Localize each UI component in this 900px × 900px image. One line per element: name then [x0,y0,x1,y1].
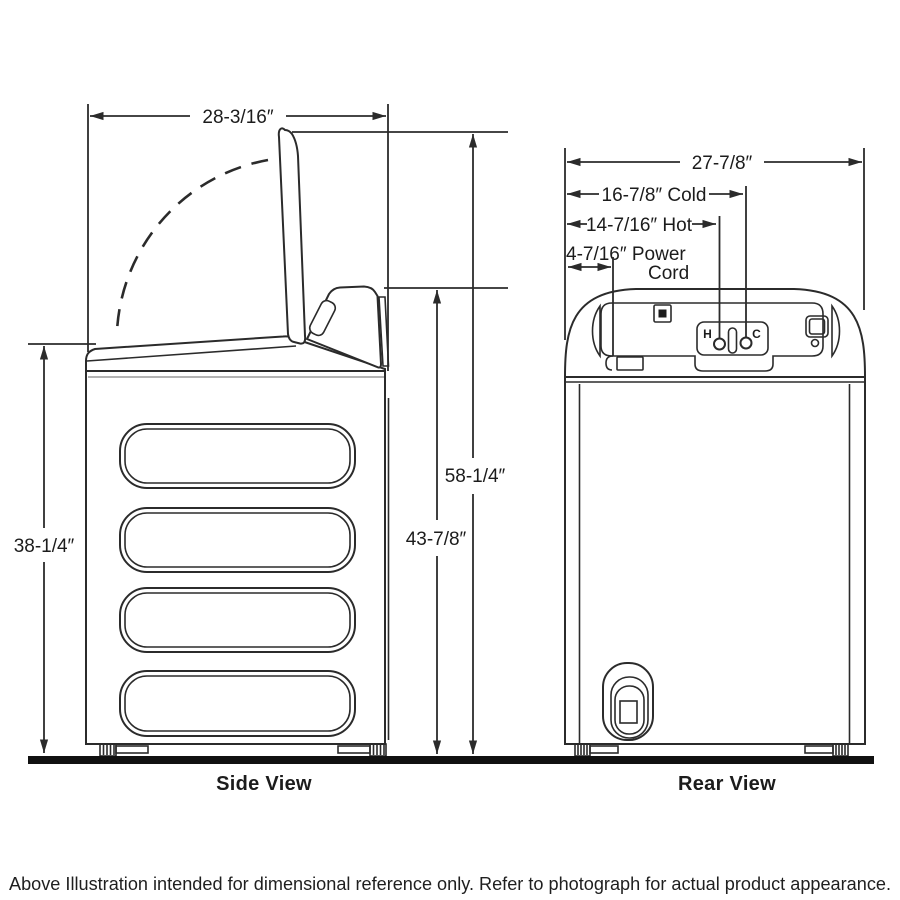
rear-foot-left-ledge [589,745,619,754]
rear-foot-right-hatch-lines [835,745,846,755]
dim-height-console: 43-7/8″ [406,529,467,550]
side-body-outline [85,370,386,745]
lid-swing-arc [115,158,269,332]
rating-tag-outline [653,304,672,323]
dim-power-line2: Cord [648,263,689,284]
side-panel-3-outer [119,587,356,653]
power-cord-hook [605,355,614,371]
drain-pump-inner [614,685,645,735]
drain-pump [602,662,654,741]
rating-tag-fill [658,309,667,318]
side-panel-4-inner [124,675,351,732]
side-view-label: Side View [216,773,312,795]
side-lid-underside-line [86,345,297,362]
drain-pump-mid [610,676,649,739]
rear-connector-outer [805,315,829,338]
dim-height-body: 38-1/4″ [14,536,75,557]
rear-view-label: Rear View [678,773,776,795]
side-panel-4-outer [119,670,356,737]
floor-line [28,756,874,764]
side-dimensions: 28-3/16″ 58-1/4″ 43-7/8″ 38-1/4″ [14,104,508,754]
dim-height-lid-open: 58-1/4″ [445,466,506,487]
rear-hood-inner-recess [600,302,824,372]
rear-vent-slot-left [591,303,601,359]
hot-inlet-label: H [703,327,712,341]
rear-connector-inner [808,318,826,335]
inlet-panel-slot [727,327,738,354]
side-foot-right-ledge [337,745,371,754]
side-panel-1-inner [124,428,351,484]
side-foot-right-hatch-lines [372,745,385,755]
rear-dimensions: 27-7/8″ 16-7/8″ Cold 14-7/16″ Hot 4-7/16… [564,148,865,356]
rear-foot-left-hatch-lines [577,745,588,755]
dim-width-rear: 27-7/8″ [692,153,753,174]
side-panel-1-outer [119,423,356,489]
cold-inlet-port [739,336,753,350]
open-lid [277,127,307,345]
dim-cold: 16-7/8″ Cold [602,185,707,206]
rear-foot-right-ledge [804,745,834,754]
disclaimer-caption: Above Illustration intended for dimensio… [9,874,891,894]
side-panel-3-inner [124,592,351,648]
drain-pump-outer [602,662,654,741]
rear-view-drawing: H C [563,288,867,757]
dim-power-line1: 4-7/16″ Power [566,244,686,265]
side-foot-left-ledge [115,745,149,754]
side-view-drawing [85,127,390,757]
dim-width-side: 28-3/16″ [202,107,273,128]
rear-vent-slot-right [831,303,841,359]
console-knob [308,299,337,337]
rear-body-outline [564,376,866,745]
side-foot-left-hatch-lines [102,745,115,755]
hot-inlet-port [713,337,726,351]
rear-connector-screw [810,338,820,348]
drain-pump-port [619,700,638,724]
cold-inlet-label: C [752,327,761,341]
dim-hot: 14-7/16″ Hot [586,215,693,236]
side-panels [119,423,356,737]
side-feet [99,743,387,757]
side-panel-2-outer [119,507,356,573]
side-panel-2-inner [124,512,351,568]
power-cord-notch [616,356,644,371]
rear-feet [574,743,849,757]
